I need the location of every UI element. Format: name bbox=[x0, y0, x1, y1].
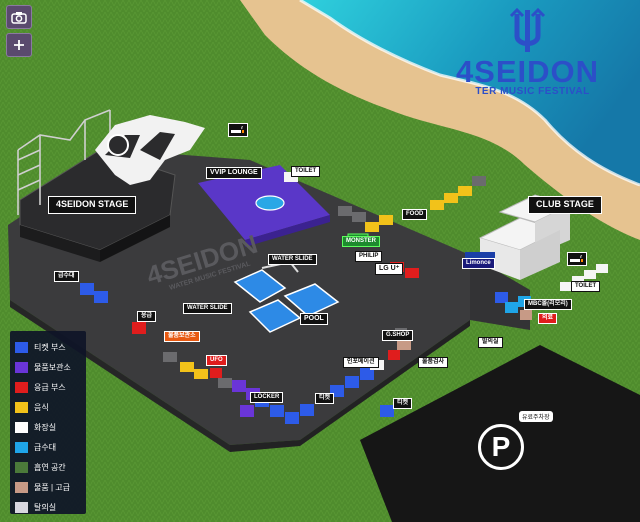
legend-item: 물품 | 고급 bbox=[15, 477, 81, 497]
toilet-label-1[interactable]: TOILET bbox=[291, 166, 321, 177]
philip-label[interactable]: PHILIP bbox=[355, 251, 383, 262]
legend-swatch bbox=[15, 381, 28, 393]
ufo-label[interactable]: UFO bbox=[206, 355, 227, 366]
brand-subtitle: TER MUSIC FESTIVAL bbox=[475, 86, 590, 97]
legend-swatch bbox=[15, 481, 28, 493]
pool-group bbox=[233, 260, 340, 333]
gshop-label[interactable]: G.SHOP bbox=[382, 330, 414, 341]
legend-item: 화장실 bbox=[15, 417, 81, 437]
legend-swatch bbox=[15, 441, 28, 453]
pool-label[interactable]: POOL bbox=[300, 313, 328, 325]
legend-label: 급수대 bbox=[34, 442, 57, 452]
water-slide-label-2[interactable]: WATER SLIDE bbox=[183, 303, 232, 314]
parking-label: 유료주차장 bbox=[519, 411, 553, 422]
sponsor-label-2[interactable]: 인포메이션 bbox=[343, 357, 379, 368]
merch-mall-label[interactable]: MBC몰(리모리) bbox=[524, 299, 572, 310]
legend-label: 물품 | 고급 bbox=[34, 482, 70, 492]
legend-swatch bbox=[15, 421, 28, 433]
toilet-label-2[interactable]: TOILET bbox=[571, 281, 601, 292]
legend-label: 음식 bbox=[34, 402, 49, 412]
food-booths bbox=[180, 186, 472, 379]
legend-label: 흡연 공간 bbox=[34, 462, 66, 472]
food-label[interactable]: FOOD bbox=[402, 209, 428, 220]
ticket-label-2[interactable]: 티켓 bbox=[393, 398, 413, 409]
water-slide-label-1[interactable]: WATER SLIDE bbox=[268, 254, 317, 265]
ticket-booths bbox=[80, 283, 508, 424]
smoking-icon bbox=[570, 255, 583, 262]
ticket-label[interactable]: 티켓 bbox=[315, 393, 335, 404]
main-stage-label[interactable]: 4SEIDON STAGE bbox=[48, 196, 137, 214]
lgu-label[interactable]: LG U⁺ bbox=[375, 263, 404, 275]
trident-icon bbox=[509, 8, 546, 52]
legend-item: 음식 bbox=[15, 397, 81, 417]
parking-icon[interactable]: P bbox=[478, 424, 524, 470]
club-stage-label[interactable]: CLUB STAGE bbox=[528, 196, 602, 214]
legend-label: 물품보관소 bbox=[34, 362, 71, 372]
plus-icon bbox=[14, 40, 24, 50]
sea bbox=[300, 0, 640, 185]
beach bbox=[240, 0, 640, 240]
legend-swatch bbox=[15, 401, 28, 413]
legend-item: 탈의실 bbox=[15, 497, 81, 517]
legend-swatch bbox=[15, 461, 28, 473]
legend-label: 화장실 bbox=[34, 422, 57, 432]
club-stage-structure bbox=[478, 194, 572, 280]
legend-item: 응급 부스 bbox=[15, 377, 81, 397]
stage-truss bbox=[17, 109, 111, 215]
water-station-label[interactable]: 급수대 bbox=[54, 271, 79, 282]
med-tent-label[interactable]: 의료 bbox=[538, 313, 558, 324]
festival-logo: 4SEIDON TER MUSIC FESTIVAL bbox=[425, 8, 630, 100]
legend-label: 탈의실 bbox=[34, 502, 57, 512]
lost-found-label[interactable]: 발의실 bbox=[478, 337, 503, 348]
smoking-icon bbox=[231, 126, 244, 133]
legend-item: 급수대 bbox=[15, 437, 81, 457]
sponsor-label-3[interactable]: 물품검사 bbox=[418, 357, 449, 368]
legend-item: 물품보관소 bbox=[15, 357, 81, 377]
brand-title: 4SEIDON bbox=[455, 54, 600, 89]
smoking-area-1[interactable] bbox=[228, 123, 248, 137]
legend-item: 티켓 부스 bbox=[15, 337, 81, 357]
legend-item: 흡연 공간 bbox=[15, 457, 81, 477]
monster-label[interactable]: MONSTER bbox=[342, 236, 380, 247]
vvip-lounge-label[interactable]: VVIP LOUNGE bbox=[206, 167, 262, 179]
limonce-label[interactable]: Limonce bbox=[462, 258, 495, 269]
camera-icon bbox=[11, 11, 27, 24]
locker-label[interactable]: LOCKER bbox=[250, 392, 284, 403]
sponsor-label-1[interactable]: 물품보관소 bbox=[164, 331, 200, 342]
legend-swatch bbox=[15, 341, 28, 353]
first-aid-label[interactable]: 응급 bbox=[137, 311, 157, 322]
legend-label: 티켓 부스 bbox=[34, 342, 66, 352]
legend-swatch bbox=[15, 501, 28, 513]
legend-label: 응급 부스 bbox=[34, 382, 66, 392]
camera-button[interactable] bbox=[6, 5, 32, 29]
zoom-in-button[interactable] bbox=[6, 33, 32, 57]
legend-swatch bbox=[15, 361, 28, 373]
smoking-area-2[interactable] bbox=[567, 252, 587, 266]
